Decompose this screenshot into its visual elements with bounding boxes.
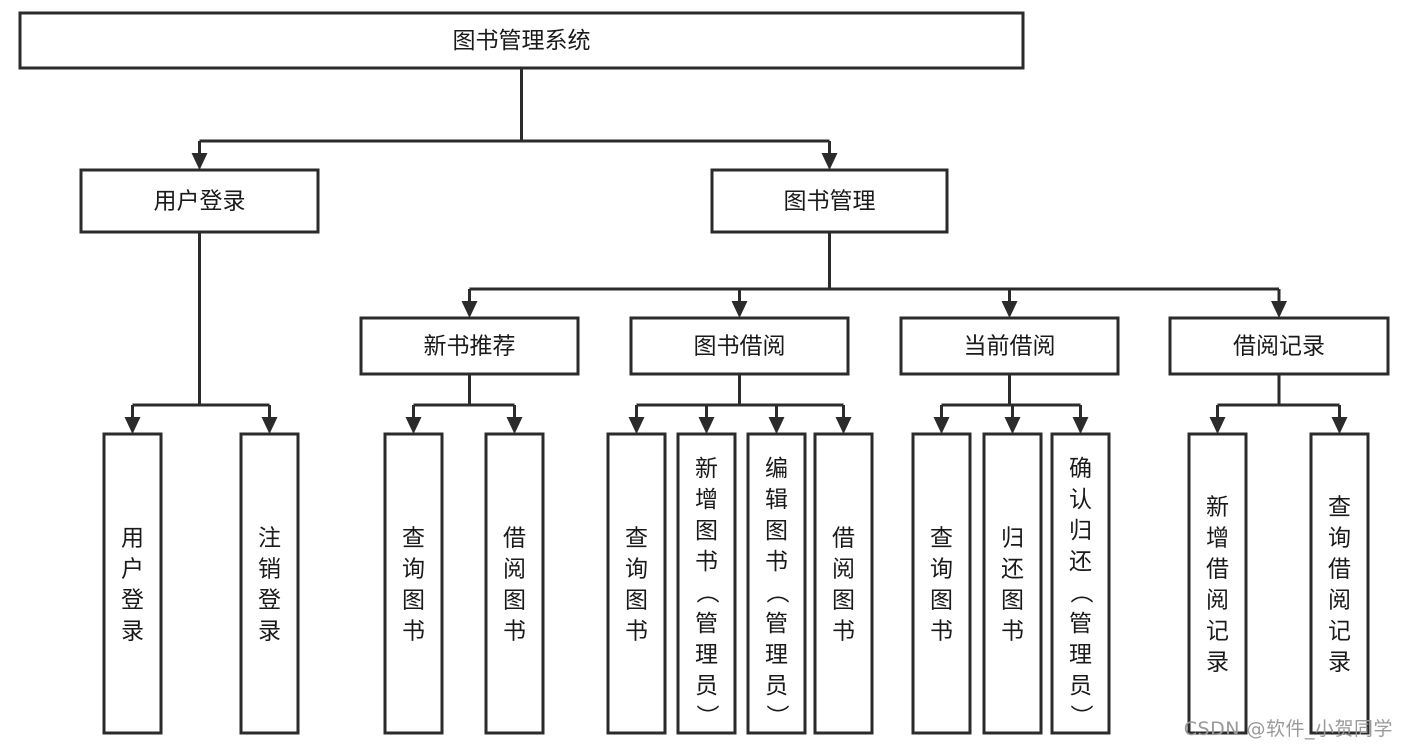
node-leaf-query-record[interactable]: 查询借阅记录 <box>1309 432 1370 735</box>
node-box-leaf-user-logout[interactable] <box>239 432 300 735</box>
node-box-leaf-user-login[interactable] <box>102 432 163 735</box>
node-box-leaf-add-book[interactable] <box>676 432 737 735</box>
node-label-leaf-return-book: 归还图书 <box>1001 526 1024 645</box>
node-label-leaf-query-book-1: 查询图书 <box>402 526 425 645</box>
node-box-current-borrow[interactable] <box>899 316 1120 376</box>
node-box-root[interactable] <box>18 11 1025 70</box>
node-label-leaf-add-book: 新增图书（管理员） <box>695 456 720 730</box>
node-label-new-book-rec: 新书推荐 <box>424 334 516 360</box>
node-book-borrow[interactable]: 图书借阅 <box>629 316 850 376</box>
node-box-leaf-return-book[interactable] <box>982 432 1043 735</box>
connector-group-new-book-rec <box>405 374 523 434</box>
connector-group-borrow-record <box>1209 374 1348 434</box>
node-label-user-login: 用户登录 <box>154 189 246 215</box>
node-box-leaf-query-book-3[interactable] <box>911 432 972 735</box>
node-leaf-borrow-book-1[interactable]: 借阅图书 <box>484 432 545 735</box>
node-label-leaf-confirm-return: 确认归还（管理员） <box>1069 456 1094 730</box>
node-leaf-borrow-book-2[interactable]: 借阅图书 <box>813 432 874 735</box>
node-current-borrow[interactable]: 当前借阅 <box>899 316 1120 376</box>
node-book-manage[interactable]: 图书管理 <box>710 168 949 234</box>
node-label-leaf-query-book-3: 查询图书 <box>930 526 953 645</box>
node-box-leaf-add-record[interactable] <box>1187 432 1248 735</box>
connector-group-book-manage <box>461 232 1287 318</box>
node-label-book-manage: 图书管理 <box>784 189 876 215</box>
node-box-leaf-query-book-2[interactable] <box>606 432 667 735</box>
connector-group-user-login <box>124 232 278 434</box>
connector-layer <box>124 68 1348 434</box>
node-label-leaf-user-login: 用户登录 <box>121 526 144 645</box>
node-label-borrow-record: 借阅记录 <box>1233 334 1325 360</box>
node-box-book-manage[interactable] <box>710 168 949 234</box>
node-borrow-record[interactable]: 借阅记录 <box>1168 316 1390 376</box>
node-label-leaf-borrow-book-2: 借阅图书 <box>832 526 855 645</box>
connector-group-book-borrow <box>628 374 852 434</box>
node-leaf-query-book-3[interactable]: 查询图书 <box>911 432 972 735</box>
node-label-leaf-borrow-book-1: 借阅图书 <box>503 526 526 645</box>
connector-group-root <box>191 68 838 170</box>
connector-group-current-borrow <box>933 374 1089 434</box>
node-box-book-borrow[interactable] <box>629 316 850 376</box>
node-box-leaf-borrow-book-1[interactable] <box>484 432 545 735</box>
node-leaf-query-book-1[interactable]: 查询图书 <box>383 432 444 735</box>
node-label-book-borrow: 图书借阅 <box>694 334 786 360</box>
node-box-leaf-query-record[interactable] <box>1309 432 1370 735</box>
node-layer: 图书管理系统用户登录图书管理新书推荐图书借阅当前借阅借阅记录用户登录注销登录查询… <box>18 11 1390 735</box>
node-leaf-add-book[interactable]: 新增图书（管理员） <box>676 432 737 735</box>
node-box-borrow-record[interactable] <box>1168 316 1390 376</box>
node-label-current-borrow: 当前借阅 <box>964 334 1056 360</box>
node-label-leaf-query-book-2: 查询图书 <box>625 526 648 645</box>
node-label-leaf-add-record: 新增借阅记录 <box>1206 495 1229 676</box>
node-leaf-return-book[interactable]: 归还图书 <box>982 432 1043 735</box>
node-box-new-book-rec[interactable] <box>359 316 580 376</box>
node-leaf-edit-book[interactable]: 编辑图书（管理员） <box>746 432 807 735</box>
node-new-book-rec[interactable]: 新书推荐 <box>359 316 580 376</box>
node-label-root: 图书管理系统 <box>453 28 591 54</box>
node-leaf-user-logout[interactable]: 注销登录 <box>239 432 300 735</box>
node-leaf-user-login[interactable]: 用户登录 <box>102 432 163 735</box>
node-leaf-confirm-return[interactable]: 确认归还（管理员） <box>1050 432 1111 735</box>
node-leaf-add-record[interactable]: 新增借阅记录 <box>1187 432 1248 735</box>
node-label-leaf-user-logout: 注销登录 <box>258 526 281 645</box>
node-box-leaf-query-book-1[interactable] <box>383 432 444 735</box>
node-root[interactable]: 图书管理系统 <box>18 11 1025 70</box>
node-label-leaf-edit-book: 编辑图书（管理员） <box>765 456 790 730</box>
node-box-leaf-confirm-return[interactable] <box>1050 432 1111 735</box>
node-box-user-login[interactable] <box>79 168 320 234</box>
node-label-leaf-query-record: 查询借阅记录 <box>1328 495 1351 676</box>
node-box-leaf-edit-book[interactable] <box>746 432 807 735</box>
node-user-login[interactable]: 用户登录 <box>79 168 320 234</box>
node-leaf-query-book-2[interactable]: 查询图书 <box>606 432 667 735</box>
node-box-leaf-borrow-book-2[interactable] <box>813 432 874 735</box>
